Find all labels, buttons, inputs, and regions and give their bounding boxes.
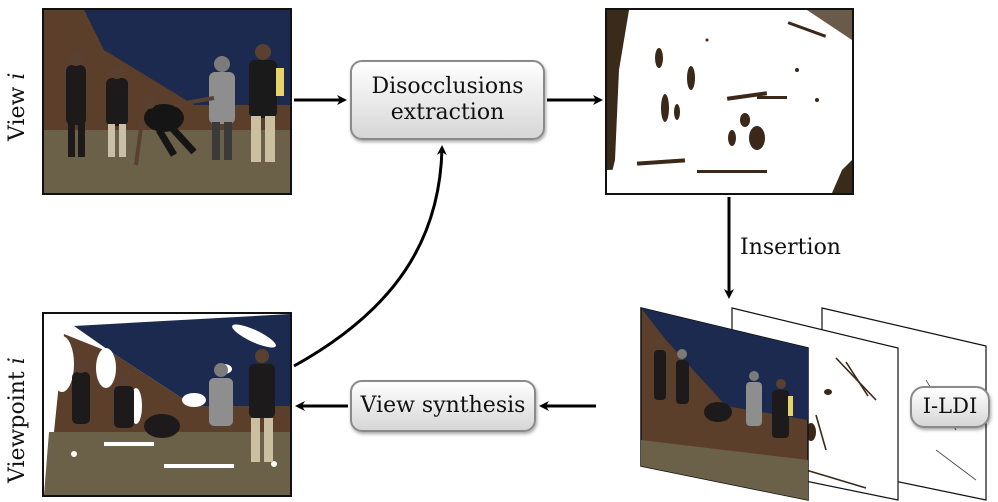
view-text: View (5, 79, 30, 141)
ildi-label: I-LDI (910, 386, 990, 428)
view-synthesis-text: View synthesis (360, 392, 526, 418)
ildi-text: I-LDI (922, 394, 978, 419)
view-i-photo (42, 8, 292, 195)
view-i-label: View i (5, 61, 31, 141)
view-index-var: i (5, 72, 30, 80)
disocclusion-map (605, 8, 854, 195)
viewpoint-i-photo (42, 312, 292, 497)
view-synthesis-box: View synthesis (350, 380, 536, 432)
viewpoint-index-var: i (5, 357, 30, 365)
viewpoint-text: Viewpoint (5, 364, 30, 483)
viewpoint-i-label: Viewpoint i (5, 333, 31, 483)
extraction-text: extraction (390, 100, 505, 125)
arrow-viewpoint-to-extraction (293, 145, 447, 368)
ildi-layer-stack (640, 307, 987, 501)
disocclusions-extraction-box: Disocclusions extraction (350, 60, 545, 140)
insertion-label: Insertion (740, 235, 841, 260)
disocclusions-text: Disocclusions (371, 73, 524, 99)
